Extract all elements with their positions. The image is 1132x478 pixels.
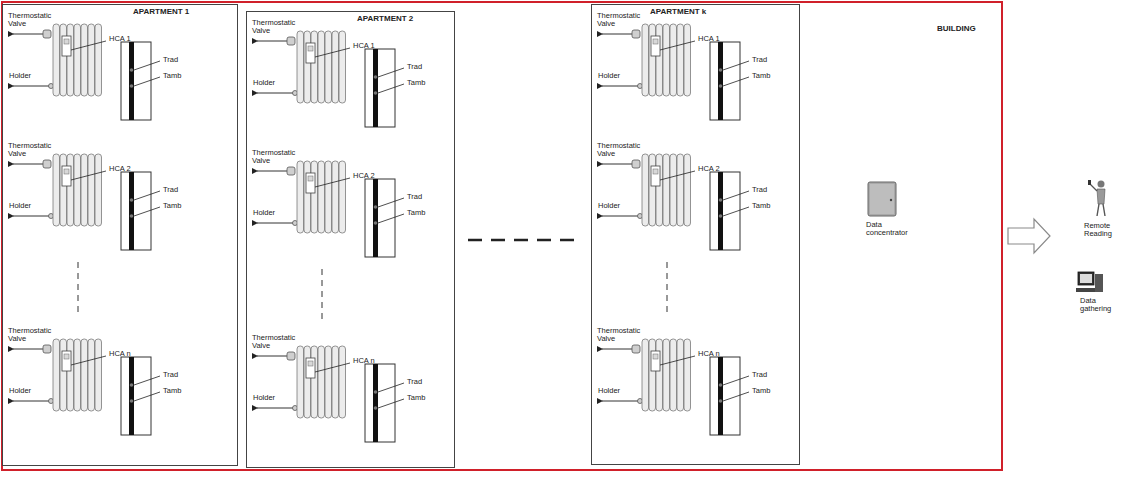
temperature-label: Trad: [163, 186, 178, 194]
apartment-title: APARTMENT 1: [133, 8, 189, 17]
temperature-label: Trad: [752, 186, 767, 194]
holder-label: Holder: [598, 72, 620, 80]
valve-label: Thermostatic Valve: [597, 327, 641, 344]
apartment-title: APARTMENT k: [650, 8, 706, 17]
holder-label: Holder: [9, 202, 31, 210]
valve-label: Thermostatic Valve: [597, 12, 641, 29]
temperature-label: Trad: [407, 193, 422, 201]
valve-label: Thermostatic Valve: [8, 12, 52, 29]
hca-label: HCA n: [109, 350, 131, 358]
device-label: Remote Reading: [1084, 222, 1128, 239]
hca-label: HCA 2: [353, 172, 375, 180]
valve-label: Thermostatic Valve: [8, 327, 52, 344]
holder-label: Holder: [9, 387, 31, 395]
temperature-label: Tamb: [163, 202, 181, 210]
temperature-label: Tamb: [407, 394, 425, 402]
apartment-box: APARTMENT 2Thermostatic ValveHolderHCA 1…: [246, 11, 455, 468]
holder-label: Holder: [598, 202, 620, 210]
temperature-label: Tamb: [752, 72, 770, 80]
valve-label: Thermostatic Valve: [252, 149, 296, 166]
holder-label: Holder: [253, 209, 275, 217]
device-label: Data gathering: [1080, 297, 1124, 314]
holder-label: Holder: [9, 72, 31, 80]
temperature-label: Trad: [752, 56, 767, 64]
valve-label: Thermostatic Valve: [252, 19, 296, 36]
apartment-box: APARTMENT 1Thermostatic ValveHolderHCA 1…: [2, 4, 238, 466]
hca-label: HCA 2: [698, 165, 720, 173]
valve-label: Thermostatic Valve: [597, 142, 641, 159]
hca-label: HCA 1: [109, 35, 131, 43]
hca-label: HCA 1: [353, 42, 375, 50]
temperature-label: Tamb: [752, 202, 770, 210]
building-region: BUILDINGAPARTMENT 1Thermostatic ValveHol…: [1, 1, 1003, 471]
temperature-label: Trad: [752, 371, 767, 379]
valve-label: Thermostatic Valve: [252, 334, 296, 351]
hca-label: HCA n: [353, 357, 375, 365]
temperature-label: Trad: [163, 371, 178, 379]
holder-label: Holder: [598, 387, 620, 395]
apartment-box: APARTMENT kThermostatic ValveHolderHCA 1…: [591, 4, 800, 465]
temperature-label: Trad: [163, 56, 178, 64]
temperature-label: Tamb: [163, 387, 181, 395]
building-title: BUILDING: [937, 25, 976, 34]
temperature-label: Tamb: [407, 79, 425, 87]
holder-label: Holder: [253, 394, 275, 402]
holder-label: Holder: [253, 79, 275, 87]
temperature-label: Trad: [407, 63, 422, 71]
apartment-title: APARTMENT 2: [357, 15, 413, 24]
concentrator-label: Data concentrator: [866, 221, 922, 238]
hca-label: HCA 2: [109, 165, 131, 173]
temperature-label: Trad: [407, 378, 422, 386]
temperature-label: Tamb: [407, 209, 425, 217]
hca-label: HCA n: [698, 350, 720, 358]
temperature-label: Tamb: [752, 387, 770, 395]
valve-label: Thermostatic Valve: [8, 142, 52, 159]
temperature-label: Tamb: [163, 72, 181, 80]
hca-label: HCA 1: [698, 35, 720, 43]
